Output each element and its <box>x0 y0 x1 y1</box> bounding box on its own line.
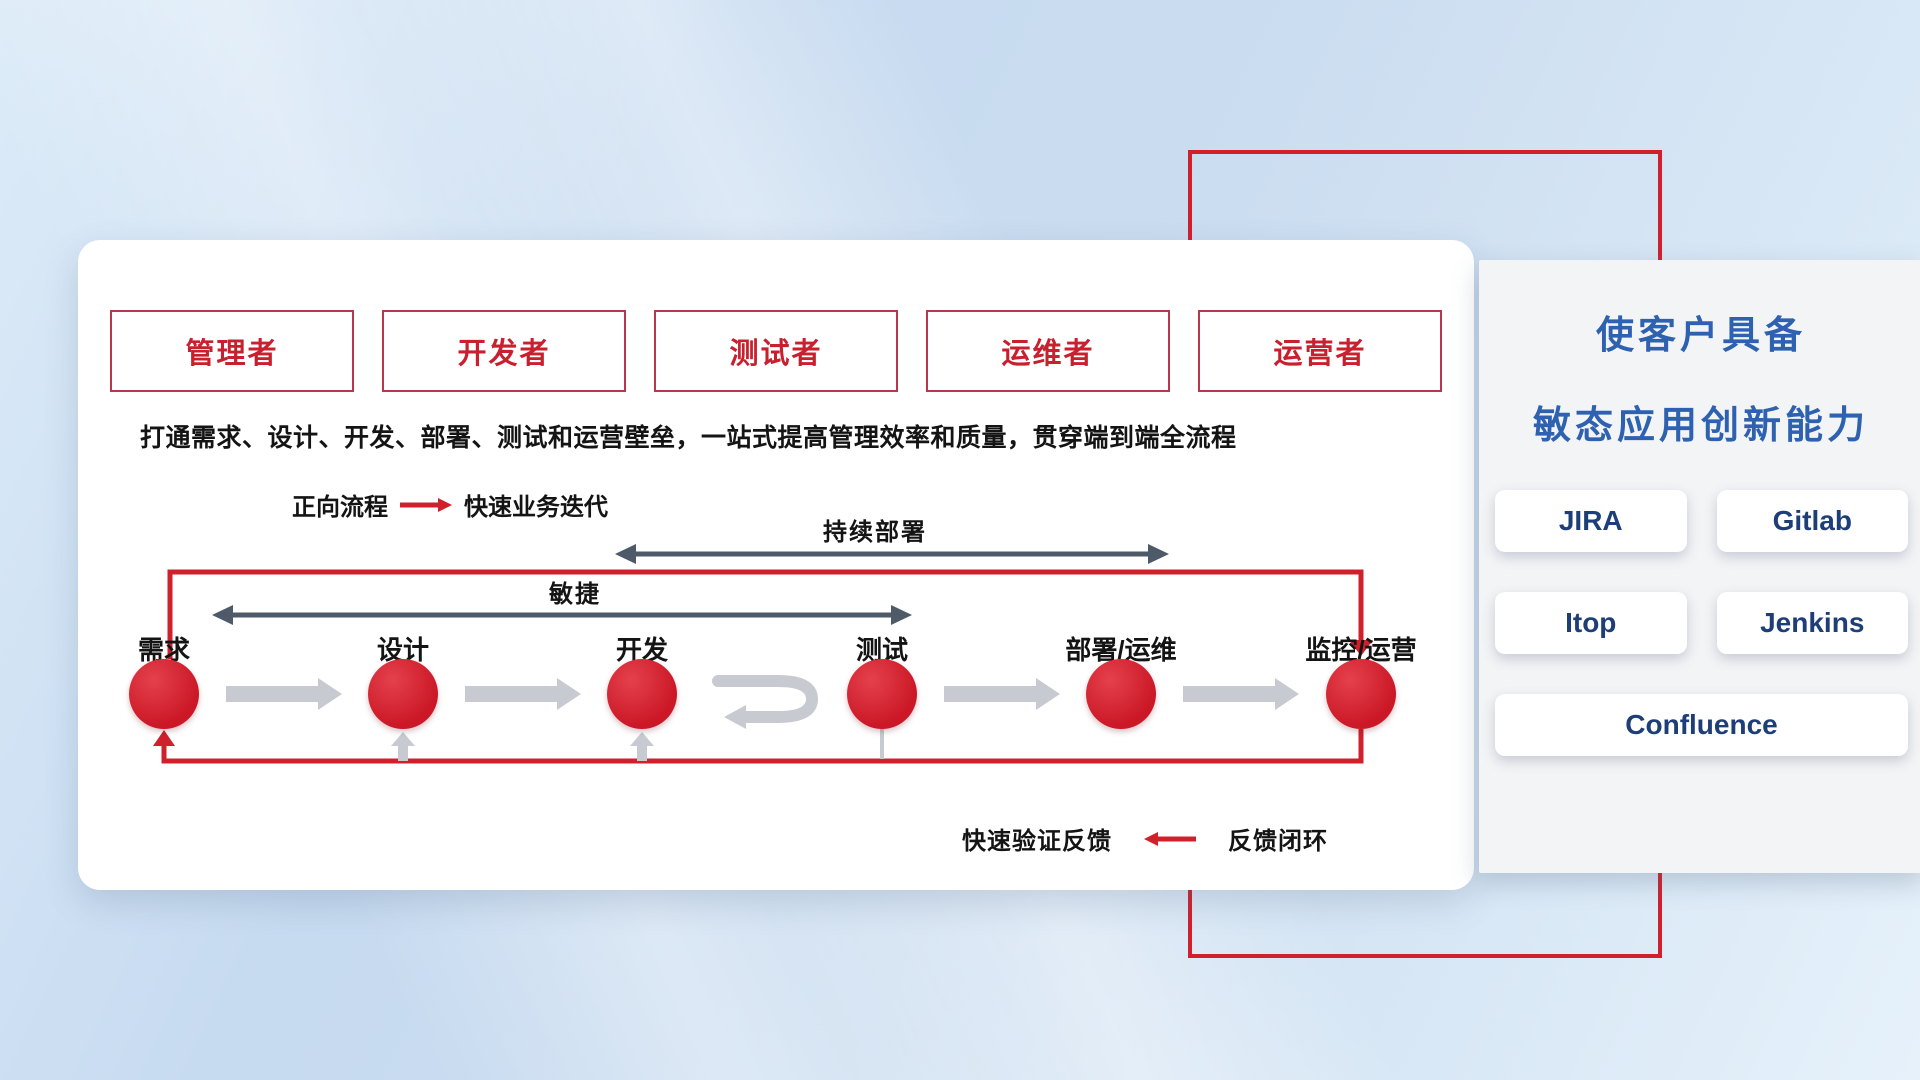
capability-panel: 使客户具备 敏态应用创新能力 JIRA Gitlab Itop Jenkins … <box>1479 260 1920 873</box>
tools-grid: JIRA Gitlab Itop Jenkins Confluence <box>1495 490 1908 756</box>
red-left-arrow-icon <box>1144 831 1196 846</box>
legend-forward-label: 正向流程 <box>292 494 388 521</box>
stage-node-develop <box>607 659 677 729</box>
tool-chip-itop: Itop <box>1495 592 1687 654</box>
tool-chip-jenkins: Jenkins <box>1716 592 1908 654</box>
role-box-tester: 测试者 <box>654 310 898 392</box>
slide-subtitle: 打通需求、设计、开发、部署、测试和运营壁垒，一站式提高管理效率和质量，贯穿端到端… <box>140 424 1237 452</box>
stage-node-test <box>847 659 917 729</box>
feedback-legend: 快速验证反馈 反馈闭环 <box>962 821 1328 856</box>
stage-node-deploy-ops <box>1086 659 1156 729</box>
legend-forward-desc: 快速业务迭代 <box>464 494 608 521</box>
flow-arrow-2 <box>465 678 581 710</box>
stage-node-design <box>368 659 438 729</box>
flow-arrow-4 <box>944 678 1060 710</box>
continuous-deploy-label: 持续部署 <box>823 519 927 546</box>
panel-title-line2: 敏态应用创新能力 <box>1532 405 1869 447</box>
stage-node-requirement <box>129 659 199 729</box>
agile-label: 敏捷 <box>549 581 601 608</box>
tool-chip-jira: JIRA <box>1495 490 1687 552</box>
flow-arrow-5 <box>1183 678 1299 710</box>
red-right-arrow-icon <box>400 497 452 512</box>
roles-row: 管理者 开发者 测试者 运维者 运营者 <box>110 310 1442 392</box>
feedback-label: 反馈闭环 <box>1228 828 1328 855</box>
stage-node-monitor-ops <box>1326 659 1396 729</box>
devops-flow-card: 管理者 开发者 测试者 运维者 运营者 打通需求、设计、开发、部署、测试和运营壁… <box>78 240 1474 890</box>
feedback-text: 快速验证反馈 <box>962 828 1112 855</box>
red-feedback-loop-bottom <box>153 729 1364 764</box>
tool-chip-confluence: Confluence <box>1495 694 1908 756</box>
tool-chip-gitlab: Gitlab <box>1716 490 1908 552</box>
panel-title-line1: 使客户具备 <box>1595 315 1806 357</box>
feedback-up-arrow-design <box>391 732 415 761</box>
feedback-up-arrow-dev <box>630 732 654 761</box>
role-box-ops: 运维者 <box>926 310 1170 392</box>
iterate-loop-arrow <box>712 675 819 729</box>
legend-forward-flow: 正向流程 快速业务迭代 <box>292 487 608 522</box>
role-box-operator: 运营者 <box>1198 310 1442 392</box>
flow-arrow-1 <box>226 678 342 710</box>
role-box-manager: 管理者 <box>110 310 354 392</box>
role-box-developer: 开发者 <box>382 310 626 392</box>
continuous-deploy-arrow <box>615 544 1169 564</box>
